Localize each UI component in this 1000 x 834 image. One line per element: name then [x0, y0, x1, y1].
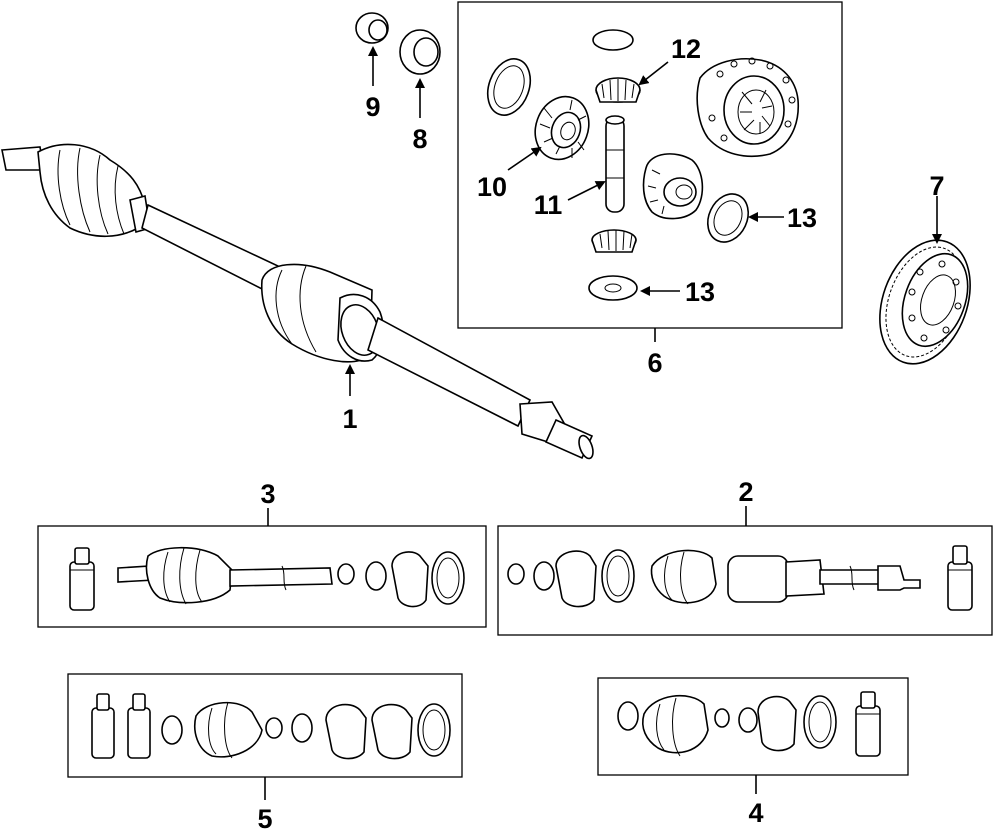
thrust-washer-part-13-lower[interactable]	[588, 275, 638, 301]
callout-8: 8	[412, 124, 427, 154]
pinion-gear-part-12[interactable]	[595, 77, 641, 103]
kit-box-part-3	[37, 525, 487, 628]
differential-case[interactable]	[696, 57, 800, 158]
kit-box-part-4	[597, 677, 909, 776]
grease-tube-part-4[interactable]	[855, 691, 881, 757]
callout-7: 7	[929, 171, 944, 201]
side-gear-right[interactable]	[642, 153, 704, 220]
grease-tube-part-2[interactable]	[947, 545, 973, 611]
boot-clamps-part-3[interactable]	[337, 551, 465, 608]
outer-cv-joint-part-3[interactable]	[117, 546, 333, 605]
side-gear-part-10[interactable]	[527, 89, 598, 167]
callout-12-arrow	[638, 61, 669, 86]
boot-kit-part-4[interactable]	[617, 695, 837, 757]
callout-10-arrow	[507, 146, 542, 171]
kit-box-part-2	[497, 525, 993, 636]
cross-shaft-part-11[interactable]	[605, 115, 625, 213]
callout-10: 10	[477, 172, 507, 202]
grease-tube-part-3[interactable]	[69, 547, 95, 611]
boot-kit-part-5[interactable]	[161, 701, 451, 760]
callout-9: 9	[365, 92, 380, 122]
callout-13-upper: 13	[787, 203, 817, 233]
ring-gear-part-7[interactable]	[864, 227, 987, 376]
thrust-washer-part-13-upper[interactable]	[700, 187, 756, 248]
axle-shaft-assembly[interactable]	[1, 143, 596, 460]
callout-6: 6	[647, 348, 662, 378]
boot-clamps-part-2[interactable]	[507, 549, 635, 608]
callout-12: 12	[671, 34, 701, 64]
callout-4: 4	[748, 798, 763, 828]
thrust-washer-top[interactable]	[592, 29, 634, 51]
differential-box	[457, 1, 843, 329]
callout-2: 2	[738, 477, 753, 507]
pinion-gear-lower[interactable]	[591, 229, 637, 253]
thrust-washer-left[interactable]	[480, 53, 537, 121]
callout-3: 3	[260, 479, 275, 509]
callout-5: 5	[257, 804, 272, 834]
callout-13-lower: 13	[685, 277, 715, 307]
grease-tubes-part-5[interactable]	[91, 693, 151, 759]
callout-11: 11	[534, 190, 563, 220]
callout-11-arrow	[567, 181, 606, 201]
callout-1: 1	[342, 404, 357, 434]
seal-part-8[interactable]	[399, 29, 441, 75]
seal-part-9[interactable]	[355, 12, 389, 44]
inner-cv-joint-part-2[interactable]	[650, 549, 921, 605]
